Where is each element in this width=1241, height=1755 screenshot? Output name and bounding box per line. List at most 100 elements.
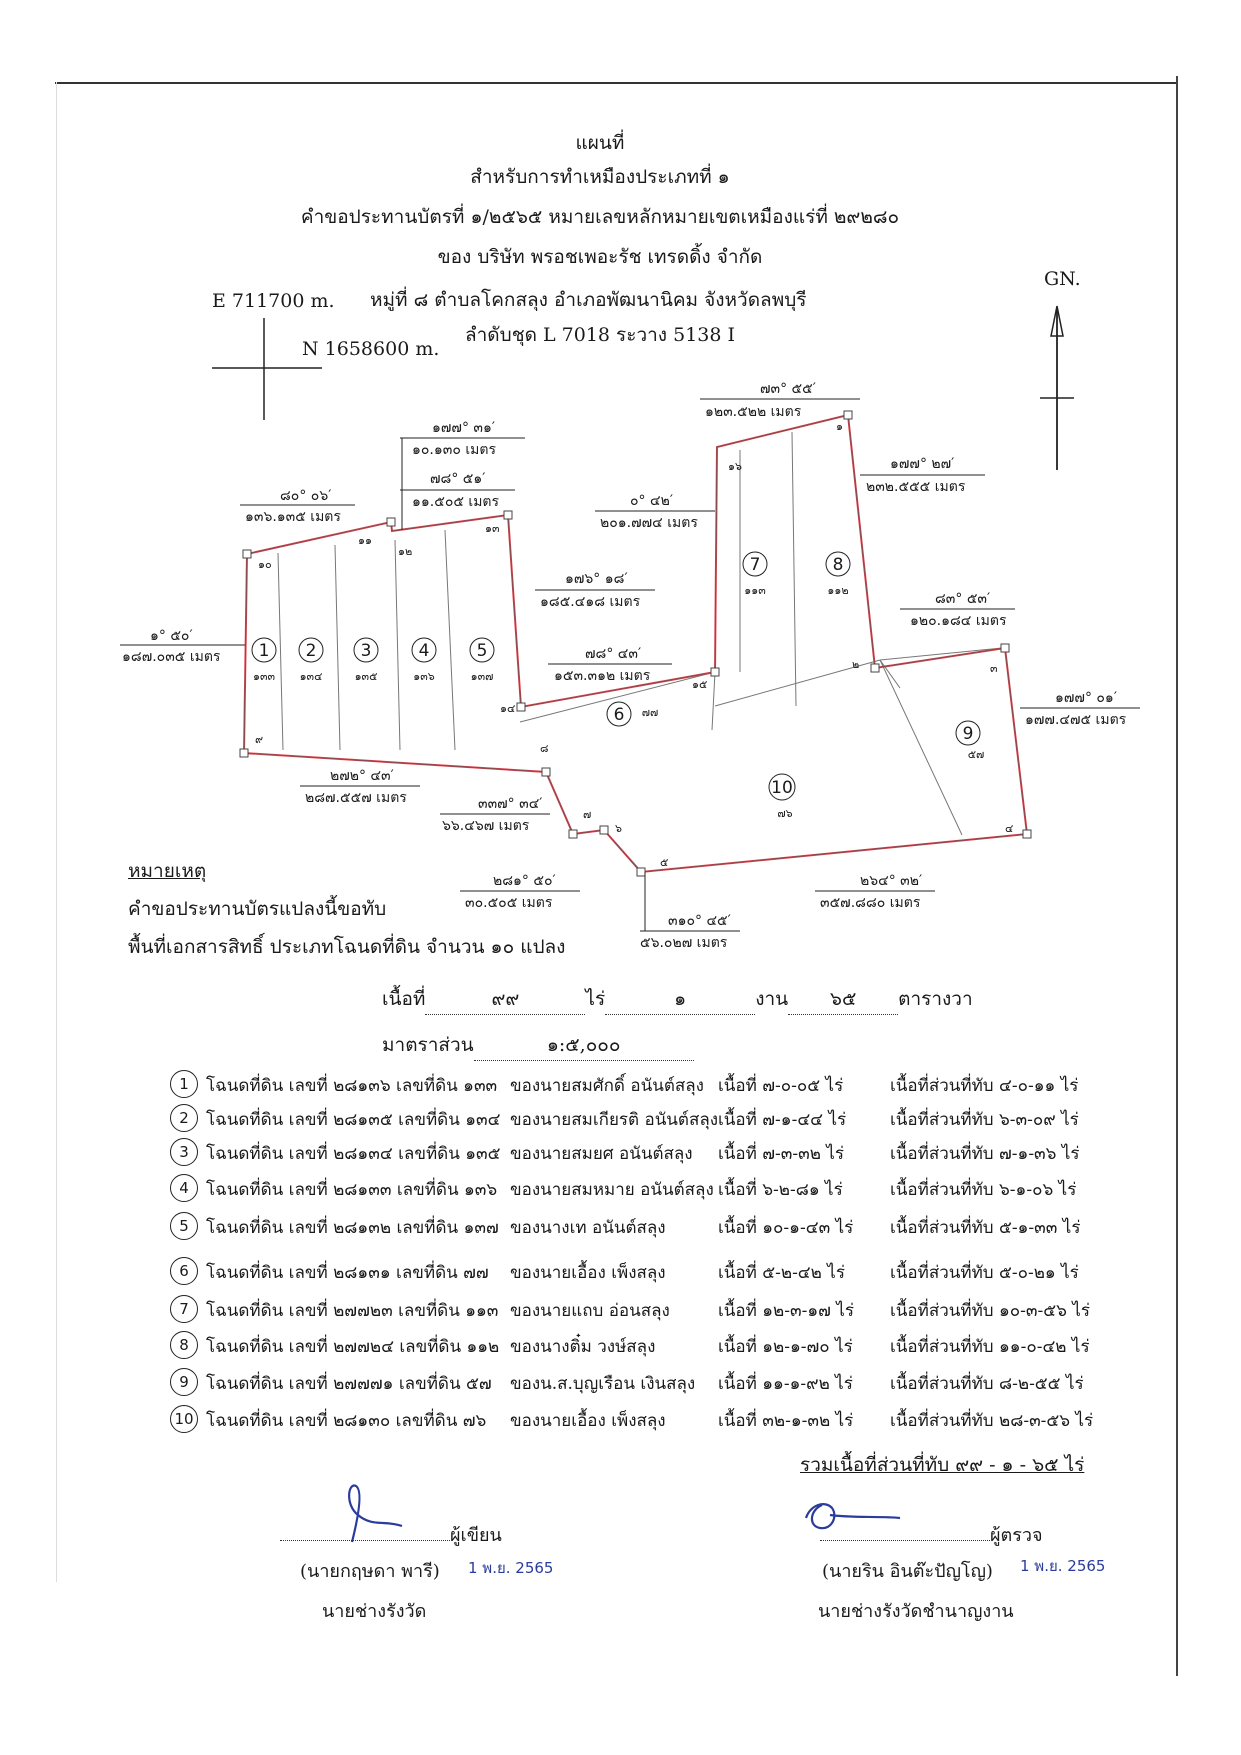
bearing-14: ๒๘๑° ๕๐′ ๓๐.๕๐๕ เมตร <box>460 873 580 911</box>
bearing-10: ๗๘° ๔๓′๑๕๓.๓๑๒ เมตร <box>548 646 672 684</box>
northing-label: N 1658600 m. <box>302 338 440 360</box>
note-heading: หมายเหตุ <box>128 860 207 882</box>
svg-text:7: 7 <box>750 555 761 575</box>
deed-owner: ของน.ส.บุญเรือน เงินสลุง <box>510 1374 696 1394</box>
svg-text:๑๖: ๑๖ <box>728 460 742 473</box>
deed-number: 3 <box>170 1138 198 1166</box>
svg-text:๑๗๗° ๐๑′: ๑๗๗° ๐๑′ <box>1055 690 1117 706</box>
svg-text:๑๗๗.๔๗๕ เมตร: ๑๗๗.๔๗๕ เมตร <box>1025 712 1127 728</box>
deed-area: เนื้อที่ ๗-๑-๔๔ ไร่ <box>718 1110 847 1130</box>
svg-text:๑๑.๕๐๕ เมตร: ๑๑.๕๐๕ เมตร <box>412 494 500 510</box>
svg-text:๑๘๗.๐๓๕ เมตร: ๑๘๗.๐๓๕ เมตร <box>122 649 221 665</box>
svg-text:๘๐° ๐๖′: ๘๐° ๐๖′ <box>280 488 331 504</box>
deed-number: 10 <box>170 1405 198 1433</box>
svg-text:๒๓๒.๕๕๕ เมตร: ๒๓๒.๕๕๕ เมตร <box>866 479 966 495</box>
writer-title: นายช่างรังวัด <box>322 1601 427 1622</box>
deed-id: โฉนดที่ดิน เลขที่ ๒๘๑๓๓ เลขที่ดิน ๑๓๖ <box>206 1180 498 1200</box>
deed-owner: ของนายเอื้อง เพ็งสลุง <box>510 1411 666 1431</box>
area-rai: ๙๙ <box>425 984 586 1015</box>
deed-overlap: เนื้อที่ส่วนที่ทับ ๒๘-๓-๕๖ ไร่ <box>890 1411 1094 1431</box>
svg-text:๔: ๔ <box>1005 822 1013 835</box>
svg-text:๑๒๓.๕๒๒ เมตร: ๑๒๓.๕๒๒ เมตร <box>705 404 802 420</box>
deed-area: เนื้อที่ ๗-๓-๓๒ ไร่ <box>718 1144 845 1164</box>
svg-text:๕๖.๐๒๗ เมตร: ๕๖.๐๒๗ เมตร <box>640 935 728 951</box>
deed-overlap: เนื้อที่ส่วนที่ทับ ๗-๑-๓๖ ไร่ <box>890 1144 1080 1164</box>
deed-owner: ของนายเอื้อง เพ็งสลุง <box>510 1263 666 1283</box>
svg-text:๓๐.๕๐๕ เมตร: ๓๐.๕๐๕ เมตร <box>465 895 553 911</box>
company-line: ของ บริษัท พรอชเพอะรัช เทรดดิ้ง จำกัด <box>437 246 763 268</box>
bearing-5: ๑๗๗° ๒๗′ ๒๓๒.๕๕๕ เมตร <box>860 456 985 495</box>
svg-text:๒๗๒° ๔๓′: ๒๗๒° ๔๓′ <box>330 768 394 784</box>
deed-area: เนื้อที่ ๕-๒-๔๒ ไร่ <box>718 1263 845 1283</box>
svg-text:๑๗๗° ๓๑′: ๑๗๗° ๓๑′ <box>432 420 495 436</box>
writer-date-stamp: 1 พ.ย. 2565 <box>468 1559 554 1577</box>
svg-text:๙: ๙ <box>255 733 263 746</box>
deed-area: เนื้อที่ ๗-๐-๐๕ ไร่ <box>718 1076 844 1096</box>
parcel-9: 9๕๗ <box>955 720 985 761</box>
svg-text:๒๐๑.๗๗๔ เมตร: ๒๐๑.๗๗๔ เมตร <box>600 515 698 531</box>
deed-overlap: เนื้อที่ส่วนที่ทับ ๕-๐-๒๑ ไร่ <box>890 1263 1079 1283</box>
concession-line: คำขอประทานบัตรที่ ๑/๒๕๖๕ หมายเลขหลักหมาย… <box>300 206 900 228</box>
easting-label: E 711700 m. <box>212 290 335 312</box>
frame-right-line <box>1176 76 1178 1676</box>
svg-text:๑° ๕๐′: ๑° ๕๐′ <box>150 628 193 644</box>
parcel-7: 7 ๑๑๓ <box>742 551 768 597</box>
checker-name: (นายริน อินต๊ะปัญโญ) <box>822 1561 993 1582</box>
svg-text:8: 8 <box>833 555 844 575</box>
svg-text:๑๕: ๑๕ <box>692 678 707 691</box>
deed-area: เนื้อที่ ๑๒-๓-๑๗ ไร่ <box>718 1301 855 1321</box>
deed-owner: ของนายแถบ อ่อนสลุง <box>510 1301 670 1321</box>
note-line-2: พื้นที่เอกสารสิทธิ์ ประเภทโฉนดที่ดิน จำน… <box>128 936 566 958</box>
svg-text:๕: ๕ <box>660 856 668 869</box>
svg-text:๑๔: ๑๔ <box>500 702 515 715</box>
deed-number: 4 <box>170 1174 198 1202</box>
svg-text:2: 2 <box>306 641 317 661</box>
deed-owner: ของนางเท อนันต์สลุง <box>510 1218 666 1238</box>
svg-text:๑๑๒: ๑๑๒ <box>827 584 848 597</box>
writer-line: ผู้เขียน <box>280 1520 502 1549</box>
frame-left-line <box>56 82 57 1582</box>
svg-text:4: 4 <box>419 641 430 661</box>
deed-overlap: เนื้อที่ส่วนที่ทับ ๖-๑-๐๖ ไร่ <box>890 1180 1077 1200</box>
deed-number: 8 <box>170 1331 198 1359</box>
series-line: ลำดับชุด L 7018 ระวาง 5138 I <box>465 324 735 346</box>
deed-number: 2 <box>170 1104 198 1132</box>
writer-role: ผู้เขียน <box>450 1525 502 1546</box>
area-rai-unit: ไร่ <box>585 988 606 1010</box>
svg-text:๕๗: ๕๗ <box>968 748 985 761</box>
total-overlap: รวมเนื้อที่ส่วนที่ทับ ๙๙ - ๑ - ๖๕ ไร่ <box>800 1454 1085 1476</box>
deed-id: โฉนดที่ดิน เลขที่ ๒๘๑๓๔ เลขที่ดิน ๑๓๕ <box>206 1144 501 1164</box>
bearing-12: ๒๗๒° ๔๓′๒๘๗.๕๕๗ เมตร <box>300 768 420 806</box>
area-line: เนื้อที่๙๙ไร่๑งาน๖๕ตารางวา <box>382 984 973 1015</box>
deed-area: เนื้อที่ ๑๒-๑-๗๐ ไร่ <box>718 1337 853 1357</box>
frame-top-line <box>55 82 1177 84</box>
svg-text:๓๕๗.๘๘๐ เมตร: ๓๕๗.๘๘๐ เมตร <box>820 895 921 911</box>
svg-text:๗: ๗ <box>583 808 591 821</box>
deed-id: โฉนดที่ดิน เลขที่ ๒๘๑๓๕ เลขที่ดิน ๑๓๔ <box>206 1110 501 1130</box>
bearing-3: ๗๘° ๕๑′๑๑.๕๐๕ เมตร <box>400 471 515 510</box>
bearing-8: ๘๓° ๕๓′๑๒๐.๑๘๔ เมตร <box>900 591 1015 629</box>
checker-role: ผู้ตรวจ <box>990 1525 1043 1546</box>
svg-text:๑๑๓: ๑๑๓ <box>744 584 765 597</box>
deed-area: เนื้อที่ ๓๒-๑-๓๒ ไร่ <box>718 1411 854 1431</box>
bearing-6: ๐° ๔๒′๒๐๑.๗๗๔ เมตร <box>595 493 715 531</box>
svg-text:๒๘๑° ๕๐′: ๒๘๑° ๕๐′ <box>493 873 556 889</box>
parcel-8: 8 ๑๑๒ <box>825 551 851 597</box>
svg-text:๓๓๗° ๓๔′: ๓๓๗° ๓๔′ <box>478 796 542 812</box>
svg-text:๑๗๗° ๒๗′: ๑๗๗° ๒๗′ <box>890 456 954 472</box>
svg-text:๑: ๑ <box>836 420 843 433</box>
deed-owner: ของนายสมศักดิ์ อนันต์สลุง <box>510 1076 704 1096</box>
